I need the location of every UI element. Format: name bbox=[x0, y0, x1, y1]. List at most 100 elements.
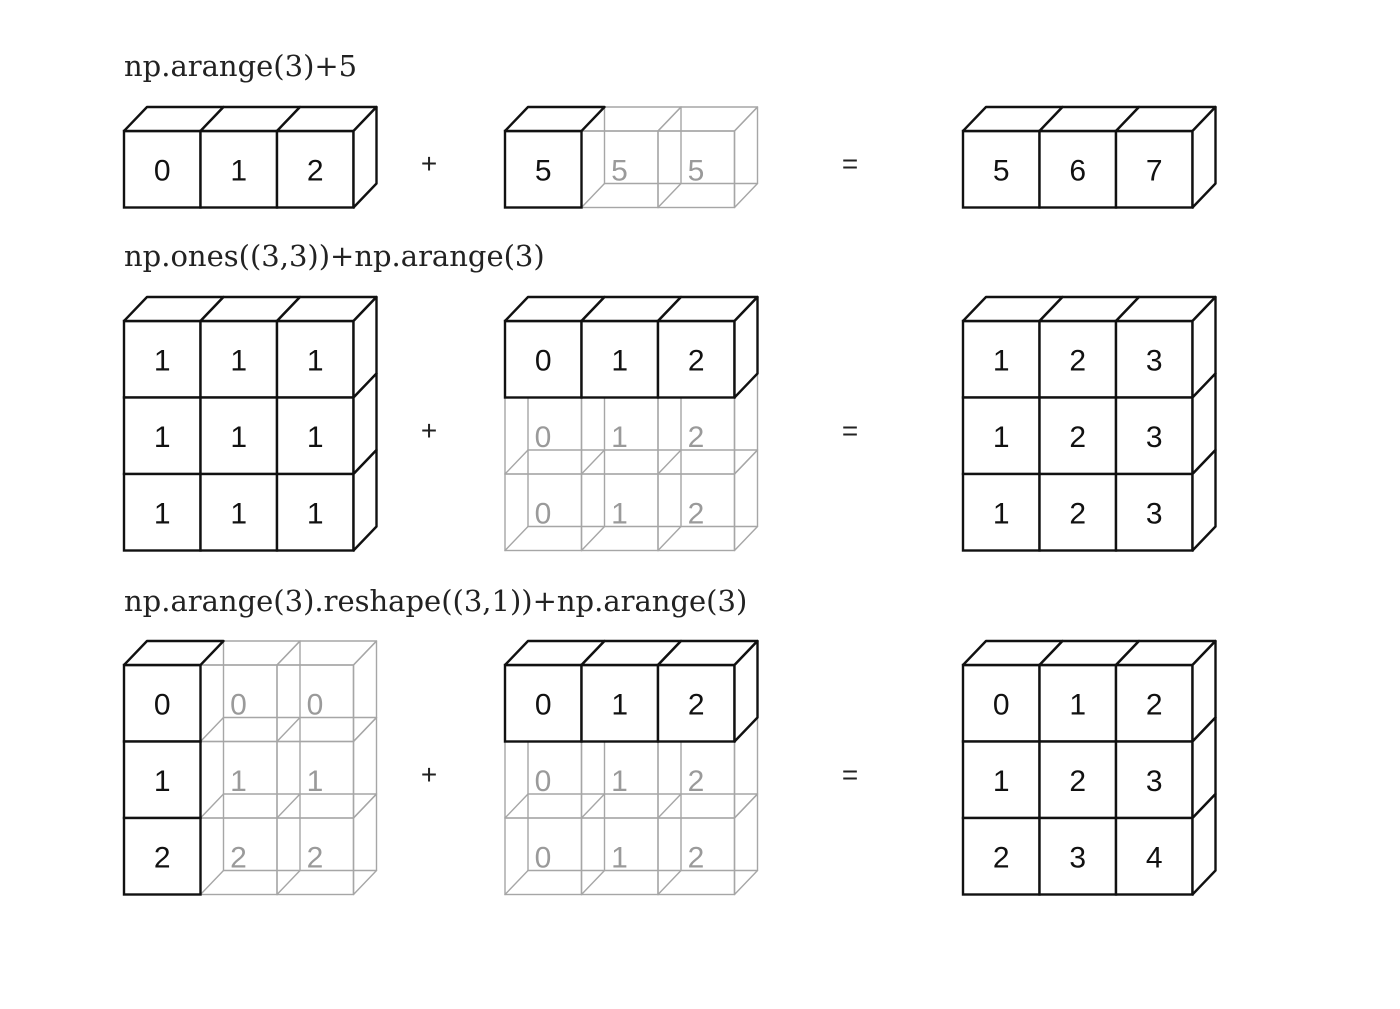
cell-value: 1 bbox=[230, 421, 247, 454]
row-2-plus-sign: + bbox=[421, 415, 437, 446]
row-1-caption: np.arange(3)+5 bbox=[124, 49, 357, 83]
cell: 1 bbox=[199, 105, 302, 209]
row-1-plus-sign: + bbox=[421, 148, 437, 179]
cell-back-edge bbox=[657, 525, 682, 552]
cell-value: 2 bbox=[1069, 765, 1086, 798]
cell-side-face bbox=[352, 448, 378, 552]
cell-value: 5 bbox=[688, 154, 705, 187]
cell: 1 bbox=[122, 295, 225, 399]
cell-value: 2 bbox=[688, 688, 705, 721]
cell-front-face bbox=[1038, 816, 1118, 896]
cell-value: 2 bbox=[688, 497, 705, 530]
cell-front-face bbox=[1114, 816, 1194, 896]
cell-front-face bbox=[961, 129, 1041, 209]
cell-back-edge bbox=[276, 793, 301, 819]
cell-top-face bbox=[657, 106, 759, 132]
row-3-plus-sign: + bbox=[421, 759, 437, 790]
cell: 5 bbox=[961, 105, 1064, 209]
cell-value: 1 bbox=[993, 497, 1010, 530]
cell-front-face bbox=[122, 816, 202, 896]
cell: 3 bbox=[1114, 295, 1217, 399]
cell-value: 6 bbox=[1069, 154, 1086, 187]
cell-front-face bbox=[961, 472, 1041, 552]
cell-back-edge bbox=[657, 793, 682, 819]
cell-value: 2 bbox=[307, 841, 324, 874]
row-3-equals-sign: = bbox=[842, 759, 858, 790]
cell-value: 1 bbox=[307, 765, 324, 798]
cell: 1 bbox=[199, 396, 279, 476]
cell: 2 bbox=[961, 816, 1041, 896]
cell-value: 0 bbox=[535, 344, 552, 377]
cell: 0 bbox=[122, 105, 225, 209]
cell-value: 1 bbox=[1069, 688, 1086, 721]
cell-front-face bbox=[275, 129, 355, 209]
cell-side-face bbox=[1191, 448, 1217, 552]
cell-value: 2 bbox=[230, 841, 247, 874]
cell: 2 bbox=[275, 105, 378, 209]
cell-value: 1 bbox=[611, 497, 628, 530]
cell-front-face bbox=[199, 396, 279, 476]
cell-back-edge bbox=[199, 716, 225, 743]
broadcast-cell: 1 bbox=[276, 716, 378, 819]
broadcast-cell: 5 bbox=[657, 106, 759, 209]
row-2-equals-sign: = bbox=[842, 415, 858, 446]
cell-back-edge bbox=[504, 525, 529, 552]
cell: 2 bbox=[656, 295, 759, 399]
cell-back-edge bbox=[580, 793, 606, 819]
cell-top-face bbox=[503, 105, 606, 133]
cell-value: 1 bbox=[993, 344, 1010, 377]
cell-front-face bbox=[1114, 396, 1194, 476]
cell-back-edge bbox=[580, 525, 606, 552]
cell-front-face bbox=[1038, 472, 1118, 552]
broadcast-cell: 0 bbox=[504, 793, 606, 896]
broadcast-cell: 2 bbox=[657, 449, 759, 552]
cell-front-face bbox=[122, 396, 202, 476]
cell-front-face bbox=[199, 472, 279, 552]
cell-back-edge bbox=[276, 716, 301, 743]
cell: 2 bbox=[1038, 472, 1118, 552]
cell-value: 2 bbox=[993, 841, 1010, 874]
cell: 1 bbox=[199, 295, 302, 399]
cell: 1 bbox=[122, 396, 202, 476]
cell: 1 bbox=[275, 372, 378, 476]
cell-side-face bbox=[352, 716, 378, 819]
cell-value: 0 bbox=[154, 688, 171, 721]
cell: 2 bbox=[1038, 740, 1118, 820]
cell-value: 2 bbox=[1069, 497, 1086, 530]
cell: 6 bbox=[1038, 105, 1141, 209]
cell: 1 bbox=[961, 396, 1041, 476]
cell-value: 1 bbox=[230, 765, 247, 798]
cell-side-face bbox=[733, 793, 759, 896]
cell-value: 0 bbox=[535, 688, 552, 721]
cell-value: 7 bbox=[1146, 154, 1163, 187]
cell-value: 2 bbox=[1069, 344, 1086, 377]
cell-value: 2 bbox=[688, 841, 705, 874]
cell-value: 0 bbox=[535, 421, 552, 454]
cell-back-edge bbox=[276, 869, 301, 896]
cell: 1 bbox=[122, 740, 202, 820]
cell: 2 bbox=[1114, 639, 1217, 743]
cell: 3 bbox=[1114, 372, 1217, 476]
cell-back-edge bbox=[580, 449, 606, 475]
cell-value: 2 bbox=[1069, 421, 1086, 454]
cell: 0 bbox=[503, 639, 606, 743]
cell-value: 5 bbox=[611, 154, 628, 187]
cell-front-face bbox=[122, 740, 202, 820]
cell-value: 0 bbox=[535, 841, 552, 874]
cell-front-face bbox=[122, 129, 202, 209]
cell: 1 bbox=[580, 295, 683, 399]
cell-value: 1 bbox=[611, 344, 628, 377]
cell: 2 bbox=[1038, 295, 1141, 399]
broadcast-cell: 0 bbox=[504, 449, 606, 552]
cell-back-edge bbox=[504, 449, 529, 475]
cell-value: 1 bbox=[230, 344, 247, 377]
cell-side-face bbox=[733, 106, 759, 209]
cell-value: 1 bbox=[611, 765, 628, 798]
row-3-caption: np.arange(3).reshape((3,1))+np.arange(3) bbox=[124, 584, 747, 618]
cell-front-face bbox=[961, 740, 1041, 820]
